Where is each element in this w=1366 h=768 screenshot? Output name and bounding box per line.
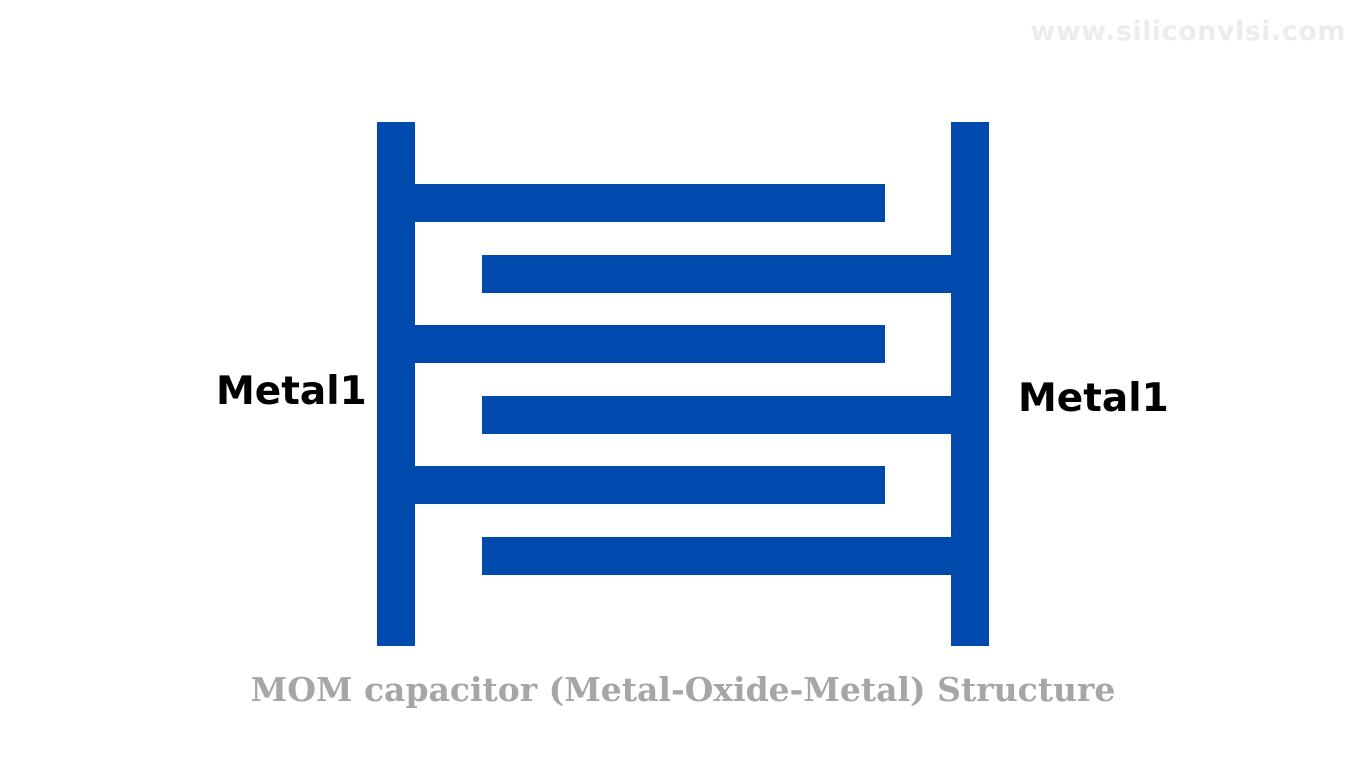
left-electrode-busbar	[377, 122, 415, 646]
left-finger-2	[415, 325, 885, 363]
diagram-caption: MOM capacitor (Metal-Oxide-Metal) Struct…	[250, 670, 1116, 709]
right-finger-2	[482, 396, 951, 434]
watermark-text: www.siliconvlsi.com	[1030, 16, 1346, 47]
right-electrode-busbar	[951, 122, 989, 646]
left-finger-1	[415, 184, 885, 222]
right-metal-label: Metal1	[1018, 376, 1169, 421]
right-finger-1	[482, 255, 951, 293]
left-finger-3	[415, 466, 885, 504]
right-finger-3	[482, 537, 951, 575]
left-metal-label: Metal1	[216, 369, 367, 414]
